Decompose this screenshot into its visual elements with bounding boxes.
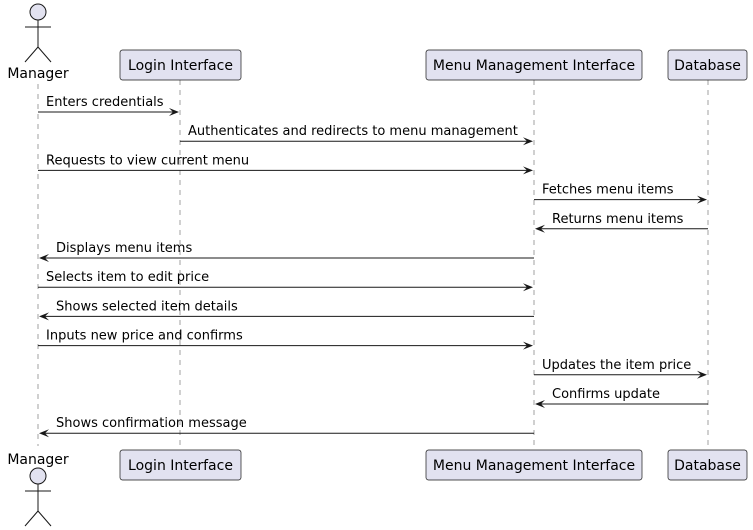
participant-box: [119, 49, 242, 81]
actor-head-icon: [29, 467, 47, 485]
arrowhead-icon: [523, 166, 533, 175]
participant-box: [425, 49, 643, 81]
message-label: Fetches menu items: [542, 183, 674, 198]
arrowhead-icon: [39, 254, 49, 262]
arrowhead-icon: [39, 429, 49, 438]
participant-label-menu: Menu Management Interface: [433, 458, 635, 474]
participant-login-bottom: Login Interface: [119, 449, 242, 481]
actor-name-manager: Manager: [7, 66, 69, 82]
message-label: Displays menu items: [56, 241, 192, 256]
message-4: Fetches menu items: [534, 183, 707, 204]
message-7: Selects item to edit price: [38, 270, 533, 292]
participant-foots: Manager Login Interface Menu Management In…: [7, 449, 748, 527]
participant-box: [667, 49, 748, 81]
participant-box: [119, 449, 242, 481]
message-6: Displays menu items: [39, 241, 534, 262]
message-label: Confirms update: [552, 387, 660, 402]
participant-label-db: Database: [674, 458, 741, 474]
arrowhead-icon: [523, 341, 533, 350]
message-5: Returns menu items: [535, 212, 708, 233]
arrowhead-icon: [523, 137, 533, 146]
participant-menu-top: Menu Management Interface: [425, 49, 643, 81]
participant-login-top: Login Interface: [119, 49, 242, 81]
arrowhead-icon: [535, 224, 545, 233]
participant-db-top: Database: [667, 49, 748, 81]
message-label: Updates the item price: [542, 358, 691, 373]
message-label: Authenticates and redirects to menu mana…: [188, 124, 518, 139]
actor-manager-bottom: Manager: [7, 452, 69, 527]
arrowhead-icon: [39, 312, 49, 321]
message-label: Requests to view current menu: [46, 153, 249, 168]
participant-label-db: Database: [674, 58, 741, 74]
arrowhead-icon: [535, 400, 545, 408]
actor-leg-right: [37, 46, 52, 63]
participant-heads: Manager Login Interface Menu Management In…: [7, 3, 748, 82]
message-1: Enters credentials: [38, 95, 179, 116]
message-label: Inputs new price and confirms: [46, 329, 243, 344]
arrowhead-icon: [523, 283, 533, 292]
message-label: Shows confirmation message: [56, 416, 247, 431]
message-8: Shows selected item details: [39, 299, 534, 321]
actor-head-icon: [29, 3, 47, 21]
arrowhead-icon: [697, 195, 707, 204]
message-11: Confirms update: [535, 387, 708, 408]
message-label: Selects item to edit price: [46, 270, 209, 285]
message-12: Shows confirmation message: [39, 416, 534, 438]
participant-menu-bottom: Menu Management Interface: [425, 449, 643, 481]
message-label: Returns menu items: [552, 212, 684, 227]
participant-label-login: Login Interface: [128, 458, 233, 474]
message-3: Requests to view current menu: [38, 153, 533, 175]
message-9: Inputs new price and confirms: [38, 329, 533, 350]
message-label: Enters credentials: [46, 95, 164, 110]
participant-label-login: Login Interface: [128, 58, 233, 74]
actor-manager: Manager: [7, 3, 69, 82]
message-10: Updates the item price: [534, 358, 707, 379]
message-label: Shows selected item details: [56, 299, 238, 314]
participant-box: [425, 449, 643, 481]
actor-leg-right: [37, 510, 52, 527]
actor-name-bottom: Manager: [7, 452, 69, 468]
message-2: Authenticates and redirects to menu mana…: [180, 124, 533, 146]
actor-leg-left: [24, 510, 39, 527]
arrowhead-icon: [697, 370, 707, 379]
participant-db-bottom: Database: [667, 449, 748, 481]
arrowhead-icon: [169, 108, 179, 116]
actor-leg-left: [24, 46, 39, 63]
participant-label-menu: Menu Management Interface: [433, 58, 635, 74]
participant-box: [667, 449, 748, 481]
